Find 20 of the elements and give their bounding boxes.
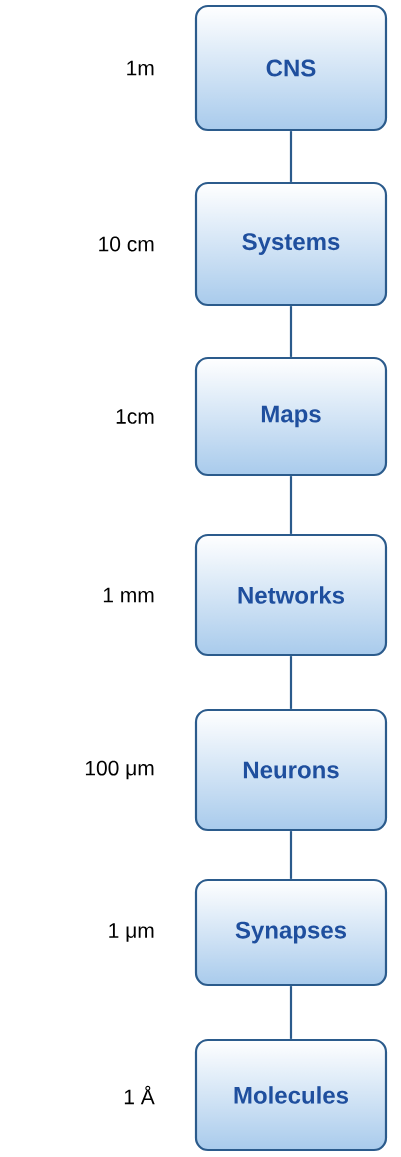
scale-label: 1cm (116, 409, 154, 424)
level-box: CNS (194, 4, 388, 132)
scale-label: 10 cm (99, 236, 154, 252)
level-box: Neurons (194, 708, 388, 832)
scale-label: 1 μm (109, 923, 154, 942)
connector-line (289, 986, 293, 1039)
level-box: Maps (194, 356, 388, 477)
scale-label: 100 μm (85, 760, 154, 780)
connector-line (289, 476, 293, 534)
connector-line (289, 656, 293, 709)
scale-label: 1m (127, 60, 154, 76)
level-box: Systems (194, 181, 388, 307)
scale-label: 1 Å (124, 1085, 155, 1105)
level-box: Networks (194, 533, 388, 657)
scale-label: 1 mm (103, 587, 154, 603)
level-box: Molecules (194, 1038, 388, 1152)
level-box: Synapses (194, 878, 388, 987)
connector-line (289, 306, 293, 357)
connector-line (289, 131, 293, 182)
connector-line (289, 831, 293, 879)
